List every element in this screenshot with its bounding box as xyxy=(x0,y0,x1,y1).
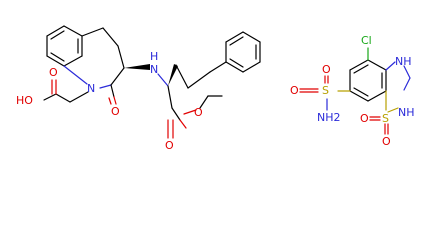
sulfonamide-sulfur-label: S xyxy=(322,84,329,97)
thiazide-benzene-ring xyxy=(349,59,387,102)
lactam-nitrogen-label: N xyxy=(87,82,95,95)
acid-hydroxyl-label: HO xyxy=(16,94,33,107)
sulfonamide-nh2-label: NH2 xyxy=(317,111,341,124)
chlorine-label: Cl xyxy=(361,34,372,47)
ester-carbonyl-oxygen-label: O xyxy=(165,139,174,152)
amine-hydrogen-label: H xyxy=(150,50,158,63)
azepinone-ring xyxy=(63,27,125,105)
benazepril-structure: HO O N O N H O O xyxy=(16,25,261,152)
ring-sulfur-label: S xyxy=(382,112,389,125)
amine-linker xyxy=(124,64,178,87)
ring-sulfonyl-oxygen-bottom-label: O xyxy=(382,135,391,148)
chemical-structure-canvas: HO O N O N H O O xyxy=(16,25,415,152)
thiadiazine-ring xyxy=(385,61,411,113)
ring-sulfonyl-oxygen-left-label: O xyxy=(360,112,369,125)
ring-sulfonyl-oxygens xyxy=(369,116,389,135)
lactam-oxygen-label: O xyxy=(111,105,120,118)
ethyl-ester xyxy=(167,85,223,139)
hydrochlorothiazide-structure: Cl S O O NH2 NH NH S O O xyxy=(290,34,415,148)
ring-nh-top-label: NH xyxy=(395,55,412,68)
sulfonamide-oxygen-top-label: O xyxy=(322,63,331,76)
sulfonamide-oxygen-left-label: O xyxy=(290,84,299,97)
sulfonamide-group xyxy=(299,75,351,111)
benzene-ring-left xyxy=(46,25,83,67)
ester-oxygen-label: O xyxy=(194,106,203,119)
benzene-ring-right xyxy=(225,31,261,73)
acid-carbonyl-oxygen-label: O xyxy=(49,66,58,79)
phenylpropyl-chain xyxy=(175,61,227,89)
ring-nh-right-label: NH xyxy=(398,106,415,119)
acetic-acid-arm xyxy=(43,79,89,103)
amine-nitrogen-label: N xyxy=(150,63,158,76)
